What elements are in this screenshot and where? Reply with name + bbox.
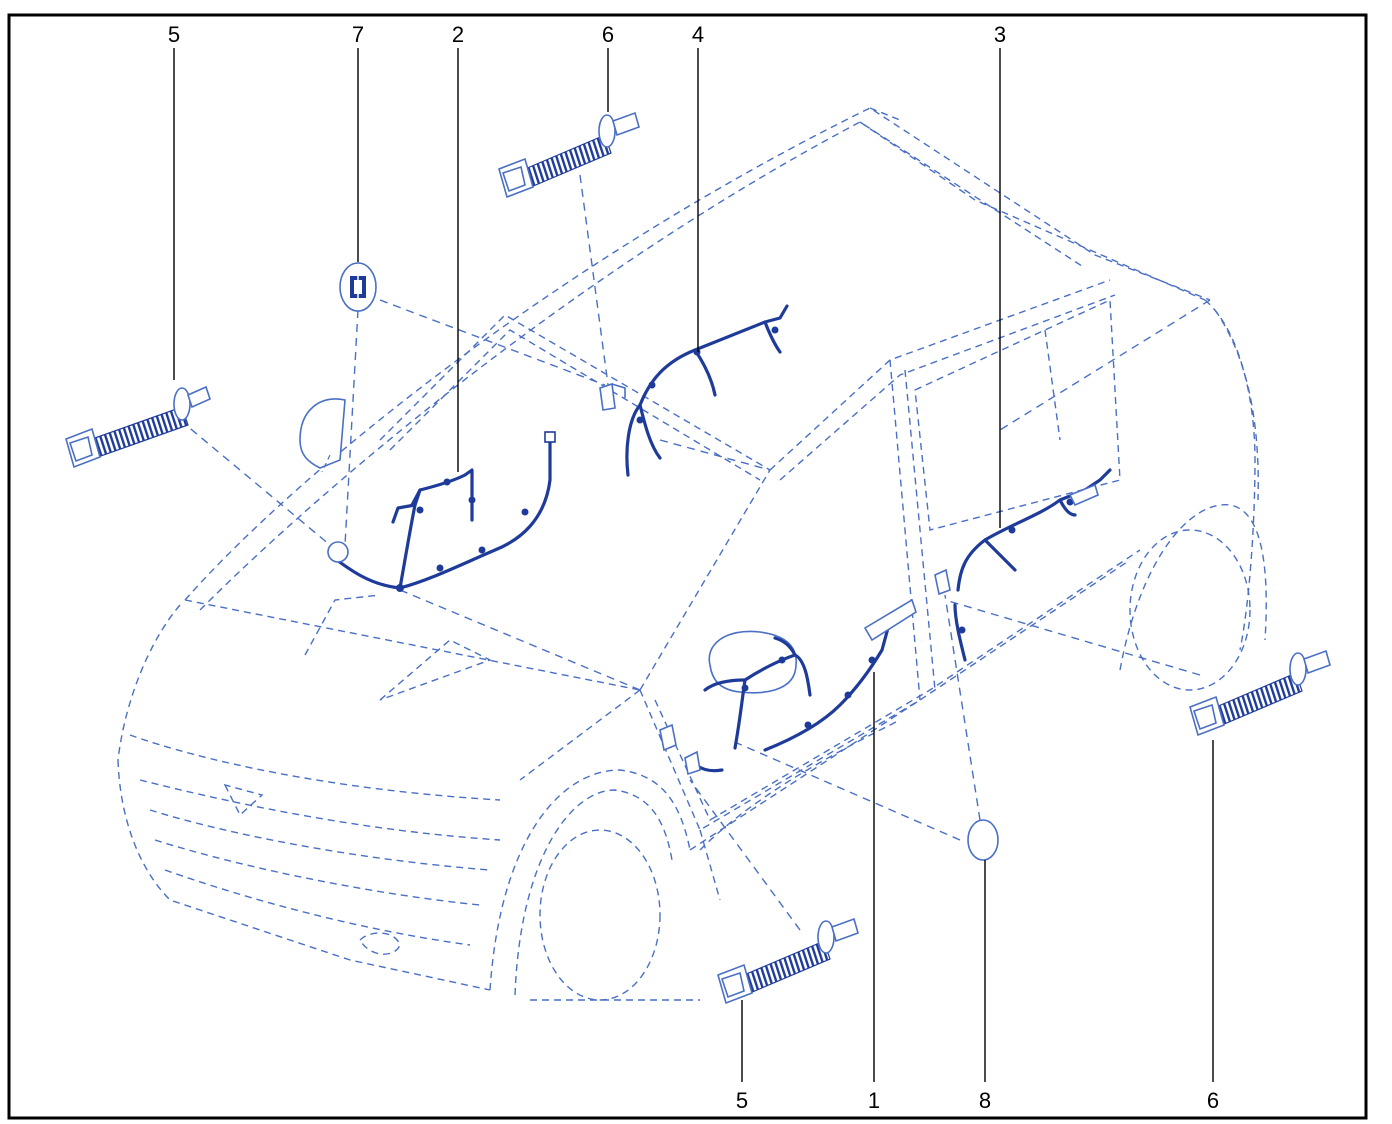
callout-7: 7 [352,22,364,47]
grommet-bellows-icon [717,917,859,1005]
grommet-bellows-icon [65,385,211,469]
callout-8: 8 [979,1088,991,1113]
harness-3 [934,468,1112,662]
callout-2: 2 [452,22,464,47]
assembly-lines [179,174,1211,931]
blanking-plug-icon [967,819,999,861]
grommet-bellows-icon [1189,649,1331,737]
grommet-6-upper [498,111,640,199]
callout-5-bottom: 5 [736,1088,748,1113]
harness-1 [659,598,917,776]
callout-4: 4 [692,22,704,47]
harness-4 [599,304,789,477]
grommet-5-lower [717,917,859,1005]
plug-7 [339,262,377,312]
front-door-harness-icon [327,431,556,592]
harness-2 [327,431,556,592]
grommet-bellows-icon [498,111,640,199]
front-door-harness-icon [659,598,917,776]
callout-5-top: 5 [168,22,180,47]
rear-door-harness-icon [934,468,1112,662]
callout-6-bottom: 6 [1207,1088,1219,1113]
rear-door-harness-icon [599,304,789,477]
callout-3: 3 [994,22,1006,47]
callout-6-top: 6 [602,22,614,47]
callout-1: 1 [868,1088,880,1113]
grommet-5-upper-left [65,385,211,469]
vehicle-outline [117,107,1267,1001]
plug-8 [967,819,999,861]
diagram-border [7,13,1368,1120]
blanking-plug-icon [339,262,377,312]
grommet-6-lower-right [1189,649,1331,737]
callout-leaders [173,48,1214,1082]
callout-labels: 5 7 2 6 4 3 5 1 8 6 [168,22,1219,1113]
